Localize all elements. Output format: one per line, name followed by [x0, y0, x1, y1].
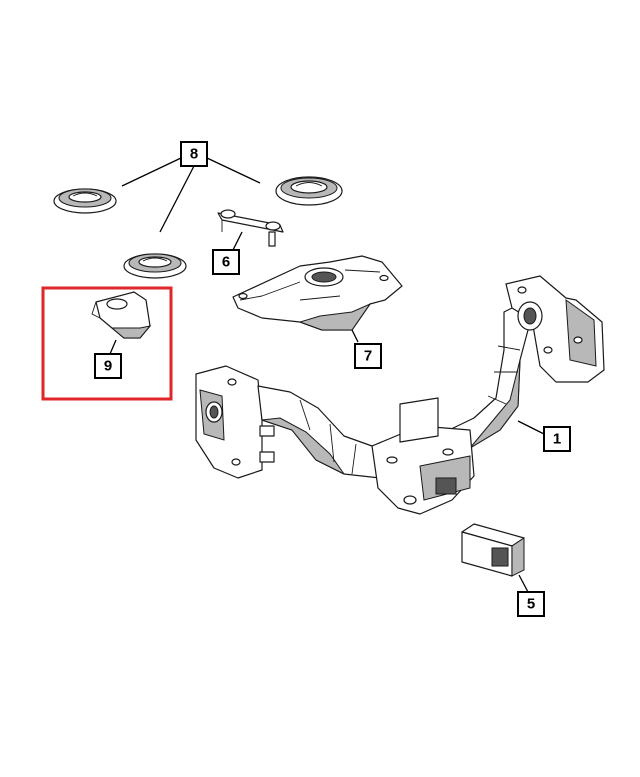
callout-8: 8: [180, 141, 208, 167]
callout-9-leader: [109, 339, 117, 355]
callout-5-leader: [518, 574, 529, 593]
callout-6-label: 6: [222, 254, 230, 271]
callout-7-label: 7: [364, 348, 372, 365]
part-8-grommet-center: [123, 253, 187, 279]
part-9-bracket: [91, 291, 152, 339]
part-5-receiver-insert: [461, 523, 525, 577]
callout-1-label: 1: [553, 431, 561, 448]
callout-6-leader: [232, 231, 243, 251]
part-8-grommet-right: [275, 176, 343, 206]
part-9-highlight-box: [41, 286, 173, 401]
callout-7-leader: [351, 329, 359, 343]
part-7-support-plate: [232, 255, 403, 331]
callout-1-leader: [517, 420, 545, 435]
callout-1: 1: [543, 426, 571, 452]
callout-5-label: 5: [527, 596, 535, 613]
callout-9: 9: [94, 353, 122, 379]
callout-8-label: 8: [190, 146, 198, 163]
callout-9-label: 9: [104, 358, 112, 375]
callout-7: 7: [354, 343, 382, 369]
callout-5: 5: [517, 591, 545, 617]
part-6-stud-plate: [217, 209, 284, 247]
callout-6: 6: [212, 249, 240, 275]
part-8-grommet-left: [53, 188, 117, 214]
part-1-hitch-assembly: [195, 275, 605, 515]
callout-8-leaders: [121, 157, 261, 233]
